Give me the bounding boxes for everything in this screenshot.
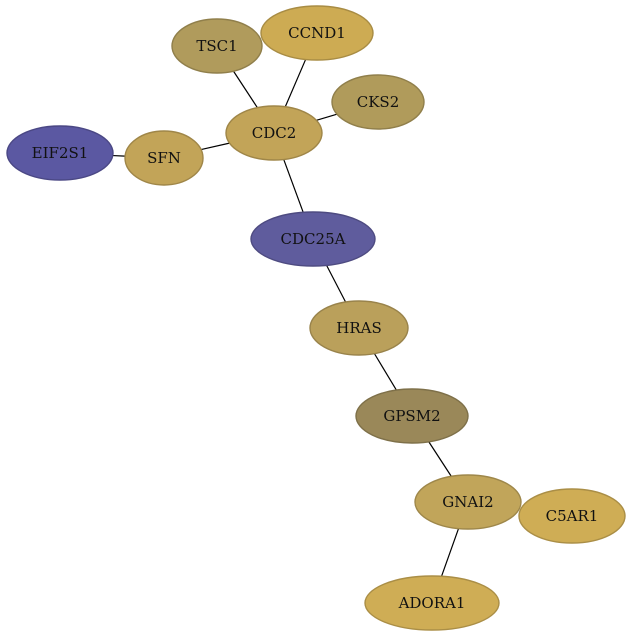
node-label-c5ar1: C5AR1 xyxy=(546,507,599,525)
node-shape-c5ar1[interactable] xyxy=(518,488,626,544)
node-label-cks2: CKS2 xyxy=(357,93,400,111)
edges-layer xyxy=(112,59,460,577)
node-label-tsc1: TSC1 xyxy=(196,37,237,55)
node-gpsm2[interactable]: GPSM2 xyxy=(355,388,469,444)
node-shape-sfn[interactable] xyxy=(124,130,204,186)
node-label-cdc2: CDC2 xyxy=(252,124,297,142)
node-shape-gpsm2[interactable] xyxy=(355,388,469,444)
edge-cdc2-cdc25a xyxy=(283,159,304,213)
node-cdc2[interactable]: CDC2 xyxy=(225,105,323,161)
node-label-ccnd1: CCND1 xyxy=(288,24,346,42)
edge-sfn-cdc2 xyxy=(200,142,230,151)
node-label-sfn: SFN xyxy=(147,149,181,167)
node-shape-hras[interactable] xyxy=(309,300,409,356)
node-shape-cdc2[interactable] xyxy=(225,105,323,161)
node-label-gpsm2: GPSM2 xyxy=(383,407,440,425)
node-shape-eif2s1[interactable] xyxy=(6,125,114,181)
node-label-hras: HRAS xyxy=(336,319,381,337)
node-tsc1[interactable]: TSC1 xyxy=(171,18,263,74)
node-label-cdc25a: CDC25A xyxy=(281,230,346,248)
edge-cdc25a-hras xyxy=(326,265,347,303)
node-gnai2[interactable]: GNAI2 xyxy=(414,474,522,530)
node-shape-cdc25a[interactable] xyxy=(250,211,376,267)
node-sfn[interactable]: SFN xyxy=(124,130,204,186)
edge-eif2s1-sfn xyxy=(112,154,126,157)
node-adora1[interactable]: ADORA1 xyxy=(364,575,500,631)
node-shape-tsc1[interactable] xyxy=(171,18,263,74)
edge-hras-gpsm2 xyxy=(373,353,397,391)
node-c5ar1[interactable]: C5AR1 xyxy=(518,488,626,544)
edge-cks2-cdc2 xyxy=(316,113,338,121)
node-cdc25a[interactable]: CDC25A xyxy=(250,211,376,267)
node-hras[interactable]: HRAS xyxy=(309,300,409,356)
node-eif2s1[interactable]: EIF2S1 xyxy=(6,125,114,181)
edge-gnai2-adora1 xyxy=(440,528,460,577)
edge-tsc1-cdc2 xyxy=(232,70,258,108)
node-label-gnai2: GNAI2 xyxy=(442,493,493,511)
node-label-eif2s1: EIF2S1 xyxy=(32,144,89,162)
node-cks2[interactable]: CKS2 xyxy=(331,74,425,130)
node-shape-adora1[interactable] xyxy=(364,575,500,631)
node-ccnd1[interactable]: CCND1 xyxy=(260,5,374,61)
node-shape-ccnd1[interactable] xyxy=(260,5,374,61)
edge-ccnd1-cdc2 xyxy=(284,59,307,107)
node-label-adora1: ADORA1 xyxy=(398,594,466,612)
node-shape-cks2[interactable] xyxy=(331,74,425,130)
node-shape-gnai2[interactable] xyxy=(414,474,522,530)
edge-gpsm2-gnai2 xyxy=(428,441,452,477)
